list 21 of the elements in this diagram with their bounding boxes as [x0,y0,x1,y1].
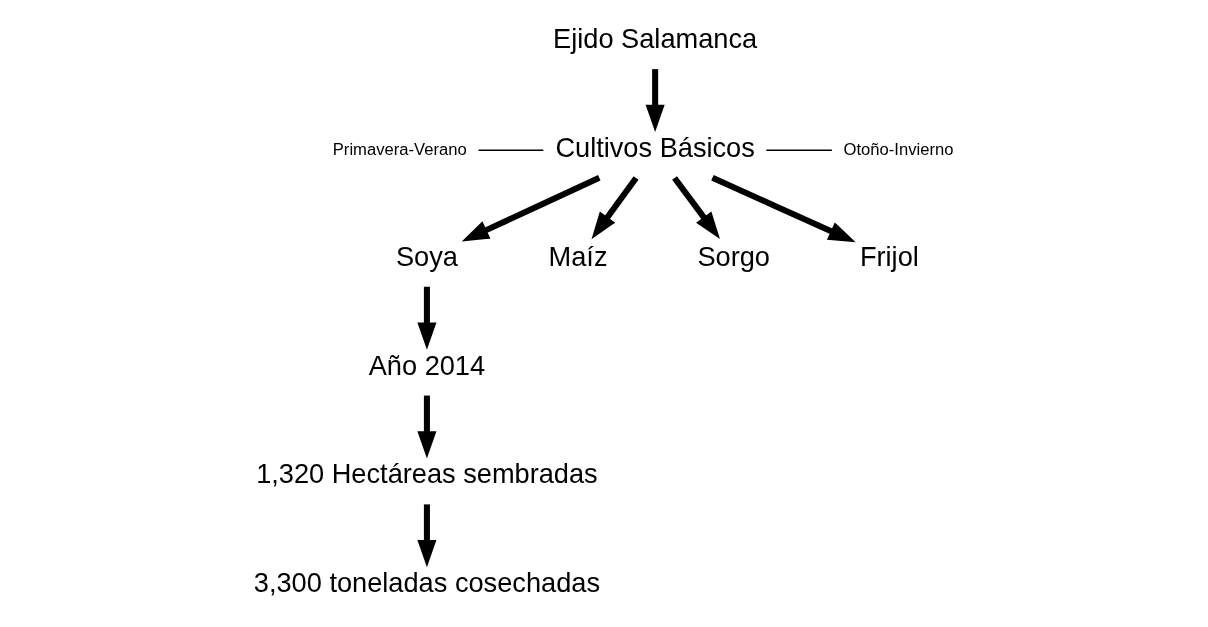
node-text: Otoño-Invierno [843,139,953,159]
node-text: Maíz [548,240,608,272]
arrow [416,286,436,350]
arrow [416,504,436,568]
arrow [461,174,601,242]
node-text: Sorgo [696,240,770,272]
node-text: Año 2014 [368,349,485,381]
arrow [645,69,665,133]
arrow [710,174,856,243]
node-text: Primavera-Verano [332,139,467,159]
node-text: Soya [395,240,458,272]
node-text: 1,320 Hectáreas sembradas [255,458,598,490]
node-text: Frijol [859,240,919,272]
arrow [591,176,638,240]
arrow [671,176,720,240]
connector [765,149,833,152]
node-text: Ejido Salamanca [552,23,757,55]
arrow [416,395,436,459]
node-text: 3,300 toneladas cosechadas [253,567,600,599]
node-text: Cultivos Básicos [554,131,755,163]
connector [477,149,544,152]
